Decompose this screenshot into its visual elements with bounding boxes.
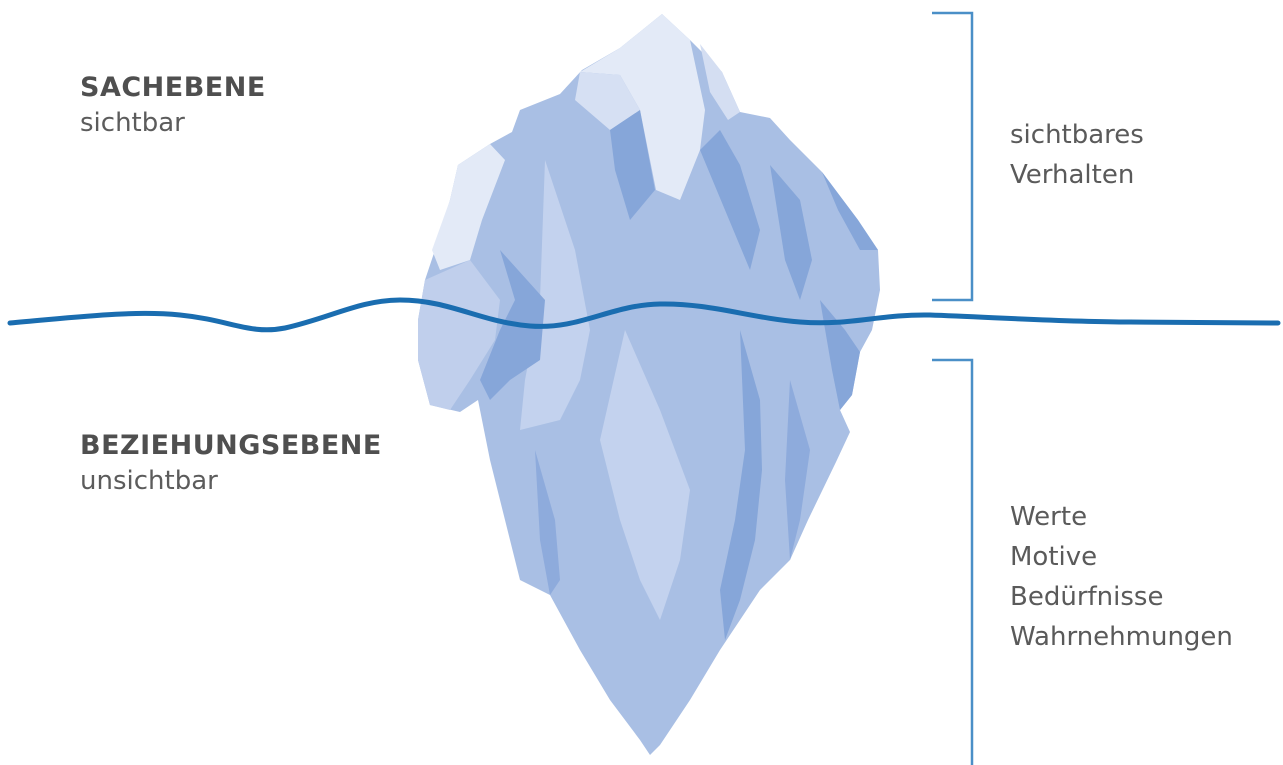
iceberg-body (418, 14, 880, 755)
bracket-visible (932, 11, 974, 302)
hidden-line: Motive (1010, 542, 1098, 572)
iceberg (418, 14, 880, 755)
bracket-hidden (932, 358, 974, 765)
lower-level-title: BEZIEHUNGSEBENE (80, 430, 382, 461)
ice-facet (520, 160, 590, 430)
water-line (7, 297, 1281, 333)
ice-highlight (700, 44, 740, 120)
ice-shadow (770, 165, 812, 300)
hidden-line: Werte (1010, 502, 1088, 532)
upper-level-subtitle: sichtbar (80, 108, 185, 138)
hidden-line: Wahrnehmungen (1010, 622, 1233, 652)
visible-line: sichtbares (1010, 120, 1144, 150)
ice-shadow (535, 450, 560, 595)
upper-level-title: SACHEBENE (80, 72, 266, 103)
ice-shadow (785, 380, 810, 560)
ice-shadow (700, 130, 760, 270)
ice-shadow (820, 300, 860, 410)
hidden-line: Bedürfnisse (1010, 582, 1164, 612)
ice-highlight (432, 144, 505, 270)
hidden-factors-text: Werte Motive Bedürfnisse Wahrnehmungen (1010, 497, 1233, 657)
visible-behavior-text: sichtbares Verhalten (1010, 115, 1144, 195)
ice-shadow (720, 330, 762, 640)
lower-level-label: BEZIEHUNGSEBENE unsichtbar (80, 428, 382, 498)
ice-highlight (580, 14, 705, 200)
ice-highlight (575, 72, 640, 130)
ice-facet (418, 260, 500, 410)
ice-facet (600, 330, 690, 620)
upper-level-label: SACHEBENE sichtbar (80, 70, 266, 140)
ice-shadow (610, 110, 655, 220)
visible-line: Verhalten (1010, 160, 1135, 190)
ice-shadow (822, 172, 878, 250)
lower-level-subtitle: unsichtbar (80, 466, 218, 496)
